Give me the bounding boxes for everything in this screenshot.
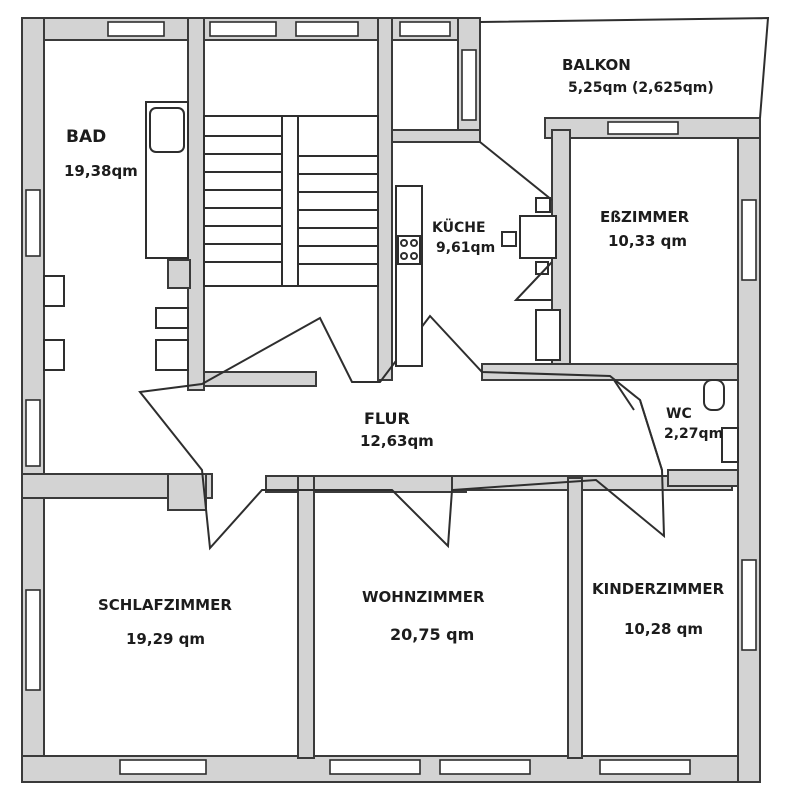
esszimmer-area: 10,33 qm xyxy=(608,232,687,250)
wall-stair-kitchen xyxy=(377,17,393,381)
bidet-bad xyxy=(155,339,189,371)
kitchen-diag xyxy=(479,141,553,301)
kueche-area: 9,61qm xyxy=(436,240,495,256)
kitchen-fixtures xyxy=(395,141,561,367)
burner-1 xyxy=(400,239,408,247)
toilet-bad xyxy=(155,307,189,329)
wall-bad-corner xyxy=(167,259,191,289)
chair-1 xyxy=(535,197,551,213)
window-south-1 xyxy=(119,759,207,775)
wc-name: WC xyxy=(666,406,692,422)
wall-stair-bottom xyxy=(203,371,317,387)
stair-treads xyxy=(204,135,378,265)
chair-2 xyxy=(501,231,517,247)
wohnzimmer-name: WOHNZIMMER xyxy=(362,588,485,606)
wall-wc-bottom xyxy=(667,469,739,487)
bad-area: 19,38qm xyxy=(64,162,138,180)
balkon-area: 5,25qm (2,625qm) xyxy=(568,80,714,96)
schlafzimmer-area: 19,29 qm xyxy=(126,630,205,648)
flur-name: FLUR xyxy=(364,409,410,428)
cabinet-2 xyxy=(43,339,65,371)
kitchen-table xyxy=(519,215,557,259)
staircase xyxy=(203,115,379,287)
windows xyxy=(25,21,757,775)
window-bad xyxy=(107,21,165,37)
wc-sink xyxy=(721,427,739,463)
stair-core xyxy=(281,115,299,287)
balkon-name: BALKON xyxy=(562,56,631,74)
burner-2 xyxy=(410,239,418,247)
cabinet-1 xyxy=(43,275,65,307)
room-labels: BAD 19,38qm BALKON 5,25qm (2,625qm) KÜCH… xyxy=(64,56,725,648)
wall-living-kinder xyxy=(567,477,583,759)
window-south-2 xyxy=(329,759,421,775)
wc-fixtures xyxy=(613,379,739,471)
window-west-1 xyxy=(25,189,41,257)
balcony-outline xyxy=(479,16,770,119)
esszimmer-name: EßZIMMER xyxy=(600,208,690,226)
wc-door-swing xyxy=(613,379,663,471)
wall-bad-shaft xyxy=(167,473,207,511)
washbasin xyxy=(149,107,185,153)
window-kitchen xyxy=(399,21,451,37)
sink-kitchen xyxy=(535,309,561,361)
schlafzimmer-name: SCHLAFZIMMER xyxy=(98,596,232,614)
window-ess xyxy=(607,121,679,135)
bathroom-fixtures xyxy=(43,101,189,371)
window-stair-1 xyxy=(209,21,277,37)
bad-name: BAD xyxy=(66,127,106,147)
wall-bad-stair xyxy=(187,17,205,391)
wohnzimmer-area: 20,75 qm xyxy=(390,625,474,644)
wc-toilet xyxy=(703,379,725,411)
window-west-2 xyxy=(25,399,41,467)
wc-area: 2,27qm xyxy=(664,426,723,442)
kueche-name: KÜCHE xyxy=(432,218,486,236)
window-south-4 xyxy=(599,759,691,775)
wall-kitchen-bottom xyxy=(481,363,739,381)
window-south-3 xyxy=(439,759,531,775)
window-stair-2 xyxy=(295,21,359,37)
window-east-2 xyxy=(741,559,757,651)
kitchen-counter xyxy=(395,185,423,367)
window-east-1 xyxy=(741,199,757,281)
stove xyxy=(397,235,421,265)
kinderzimmer-name: KINDERZIMMER xyxy=(592,580,725,598)
flur-area: 12,63qm xyxy=(360,432,434,450)
interior-walls xyxy=(21,17,739,759)
wall-kitchen-top xyxy=(391,129,481,143)
burner-4 xyxy=(410,252,418,260)
kinderzimmer-area: 10,28 qm xyxy=(624,620,703,638)
wall-bed-living xyxy=(297,475,315,759)
window-balkon-door xyxy=(461,49,477,121)
burner-3 xyxy=(400,252,408,260)
window-west-3 xyxy=(25,589,41,691)
